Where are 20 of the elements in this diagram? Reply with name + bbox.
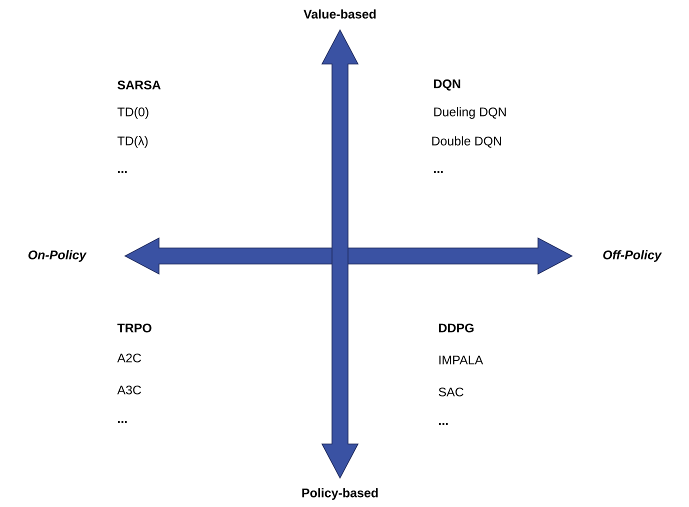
method-name: TD(λ) [117,136,148,148]
ellipsis: ... [434,171,443,173]
method-name: IMPALA [439,356,484,364]
ellipsis: ... [439,423,448,425]
method-name: TD(0) [117,107,148,119]
axis-label: Value-based [304,9,376,19]
ellipsis: ... [118,171,127,173]
quadrant-heading: DQN [434,79,460,91]
method-name: A2C [117,354,142,362]
axis-label: Off-Policy [603,250,662,262]
quadrant-heading: TRPO [117,324,152,332]
method-name: A3C [117,386,142,394]
method-name: SAC [438,388,464,396]
method-name: Dueling DQN [434,107,506,119]
quadrant-heading: DDPG [439,324,474,332]
quadrant-heading: SARSA [118,80,161,90]
method-name: Double DQN [432,136,502,148]
ellipsis: ... [118,421,127,423]
axis-label: Policy-based [302,488,378,500]
axis-label: On-Policy [28,250,87,262]
